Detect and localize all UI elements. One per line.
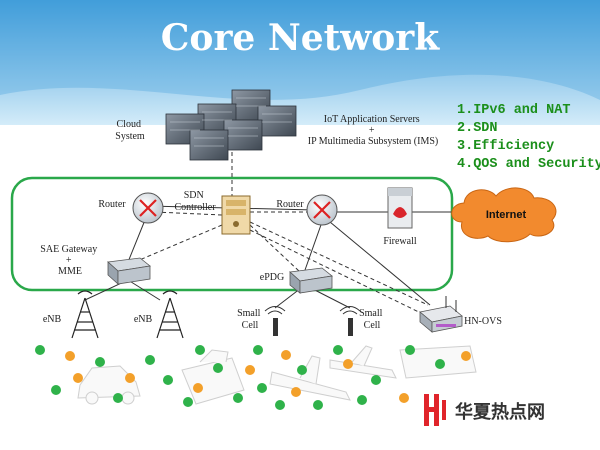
firewall-label: Firewall xyxy=(383,236,417,247)
small-cell-icon xyxy=(264,306,286,336)
enb-left-label: eNB xyxy=(43,314,62,325)
server-rack-icon xyxy=(165,89,297,161)
cloud-system-label: Cloud System xyxy=(115,119,145,142)
sdn-controller-icon xyxy=(221,195,251,235)
feature-list: 1.IPv6 and NAT 2.SDN 3.Efficiency 4.QOS … xyxy=(457,103,600,172)
control-lines xyxy=(129,152,429,316)
hn-ovs-label: HN-OVS xyxy=(464,316,502,327)
sky-background xyxy=(0,0,600,125)
gateway-icon xyxy=(289,267,333,294)
epdg-label: ePDG xyxy=(260,272,284,283)
sae-gateway-label: SAE Gateway + MME xyxy=(40,244,99,277)
small-cell-left-label: Small Cell xyxy=(237,308,263,331)
iot-servers-label: IoT Application Servers + IP Multimedia … xyxy=(308,114,438,147)
cell-tower-icon xyxy=(71,290,99,339)
feature-item: 3.Efficiency xyxy=(457,139,554,154)
small-cell-right-label: Small Cell xyxy=(359,308,385,331)
watermark: 华夏热点网 xyxy=(418,388,600,436)
device-dots xyxy=(35,345,471,410)
small-cell-icon xyxy=(339,306,361,336)
watermark-logo-icon xyxy=(424,394,446,426)
router-right-label: Router xyxy=(276,199,304,210)
car-icon xyxy=(77,365,141,405)
router-icon xyxy=(306,194,338,226)
core-network-boundary xyxy=(10,176,454,292)
router-icon xyxy=(132,192,164,224)
cell-tower-icon xyxy=(156,290,184,339)
enb-right-label: eNB xyxy=(134,314,153,325)
cloud-icon xyxy=(451,187,557,243)
end-devices xyxy=(77,345,477,405)
watermark-text: 华夏热点网 xyxy=(455,401,545,423)
feature-item: 4.QOS and Security xyxy=(457,157,600,172)
feature-item: 2.SDN xyxy=(457,121,498,136)
internet-label: Internet xyxy=(486,209,527,221)
sky-swoosh xyxy=(0,0,600,100)
gateway-icon xyxy=(107,257,151,285)
feature-item: 1.IPv6 and NAT xyxy=(457,103,570,118)
page-title: Core Network xyxy=(161,17,440,59)
router-left-label: Router xyxy=(98,199,126,210)
sdn-controller-label: SDN Controller xyxy=(174,190,216,213)
firewall-icon xyxy=(387,187,413,229)
hn-ovs-icon xyxy=(419,296,463,333)
